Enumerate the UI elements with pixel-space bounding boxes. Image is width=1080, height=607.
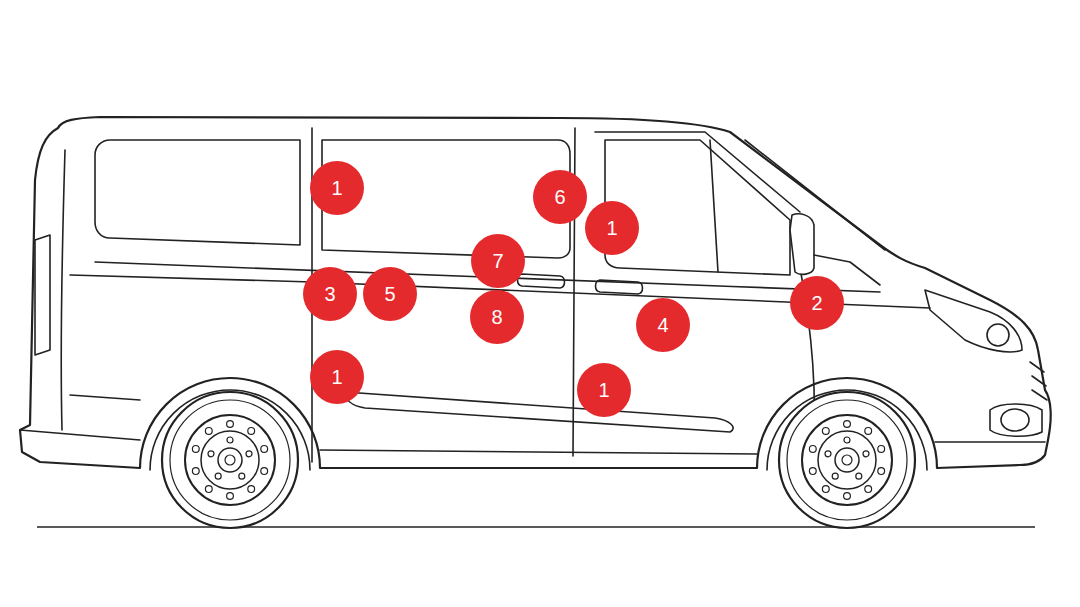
- callout-circle: 4: [636, 298, 690, 352]
- callout-circle: 7: [471, 234, 525, 288]
- callout-number: 7: [492, 251, 503, 271]
- front-wheel: [779, 392, 915, 528]
- callout-circle: 1: [577, 363, 631, 417]
- callout-number: 2: [811, 293, 822, 313]
- callout-number: 1: [331, 178, 342, 198]
- callout-circle: 1: [310, 161, 364, 215]
- callout-circle: 1: [310, 350, 364, 404]
- callout-circle: 3: [303, 267, 357, 321]
- callout-number: 1: [331, 367, 342, 387]
- callout-circle: 8: [470, 290, 524, 344]
- callout-circle: 6: [533, 170, 587, 224]
- callout-circle: 2: [790, 276, 844, 330]
- callout-number: 1: [598, 380, 609, 400]
- callout-number: 5: [384, 284, 395, 304]
- rear-wheel: [162, 392, 298, 528]
- ground-line: [37, 526, 1035, 528]
- callout-number: 4: [657, 315, 668, 335]
- callout-number: 6: [554, 187, 565, 207]
- callout-number: 3: [324, 284, 335, 304]
- callout-number: 1: [606, 218, 617, 238]
- callout-circle: 5: [363, 267, 417, 321]
- callout-circle: 1: [585, 201, 639, 255]
- callout-number: 8: [491, 307, 502, 327]
